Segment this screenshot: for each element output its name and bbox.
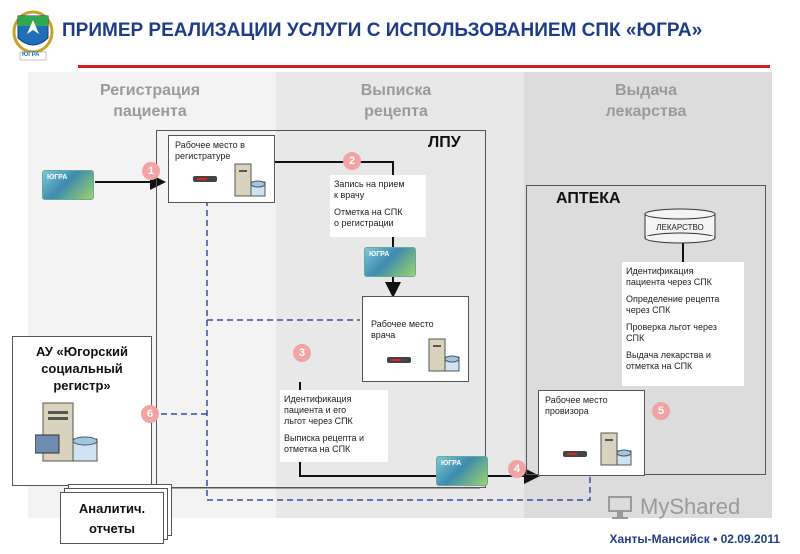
doctor-workstation-box: Рабочее место врача: [362, 296, 469, 382]
card-reader-icon: [563, 447, 587, 459]
doctor-workstation-label: Рабочее место врача: [371, 319, 434, 340]
pharmacist-workstation-box: Рабочее место провизора: [538, 390, 645, 476]
reports-label: Аналитич. отчеты: [78, 501, 146, 536]
column-header-registration: Регистрация пациента: [99, 82, 201, 120]
spk-card-dispensing: ЮГРА: [436, 456, 488, 486]
myshared-icon: [606, 494, 636, 522]
registry-workstation-box: Рабочее место в регистратуре: [168, 135, 275, 203]
column-header-prescription: Выписка рецепта: [360, 82, 432, 120]
card-reader-icon: [387, 353, 411, 365]
step-badge-6: 6: [141, 405, 159, 423]
step-badge-2: 2: [343, 152, 361, 170]
column-header-dispensing: Выдача лекарства: [605, 82, 687, 120]
pharmacist-workstation-label: Рабочее место провизора: [545, 395, 608, 416]
card-logo: ЮГРА: [47, 174, 68, 181]
server-icon: [427, 337, 463, 375]
title-underline: [78, 65, 770, 68]
step-badge-5: 5: [652, 402, 670, 420]
footer-location-date: Ханты-Мансийск • 02.09.2011: [609, 532, 780, 546]
spk-card-registration: ЮГРА: [42, 170, 94, 200]
doctor-note: Идентификация пациента и его льгот через…: [280, 390, 388, 462]
registration-note: Запись на прием к врачу Отметка на СПК о…: [330, 175, 426, 237]
registry-workstation-label: Рабочее место в регистратуре: [175, 140, 245, 161]
page-title: ПРИМЕР РЕАЛИЗАЦИИ УСЛУГИ С ИСПОЛЬЗОВАНИЕ…: [62, 20, 703, 41]
au-social-registry-box: АУ «Югорский социальный регистр»: [12, 336, 152, 486]
lpu-frame: [156, 130, 486, 488]
step-badge-4: 4: [508, 460, 526, 478]
pharmacy-note: Идентификация пациента через СПК Определ…: [622, 262, 744, 386]
database-label: ЛЕКАРСТВО: [656, 223, 704, 232]
coat-of-arms-logo: ЮГРА: [12, 8, 54, 62]
analytic-reports: Аналитич. отчеты: [60, 492, 164, 544]
card-logo: ЮГРА: [441, 460, 462, 467]
spk-card-prescription: ЮГРА: [364, 247, 416, 277]
pharmacy-frame: [526, 185, 766, 475]
logo-text: ЮГРА: [22, 52, 40, 58]
server-icon: [599, 431, 635, 469]
medicine-database: ЛЕКАРСТВО: [644, 208, 716, 244]
au-registry-label: АУ «Югорский социальный регистр»: [35, 344, 129, 393]
card-reader-icon: [193, 172, 217, 184]
card-logo: ЮГРА: [369, 251, 390, 258]
step-badge-1: 1: [142, 162, 160, 180]
myshared-watermark: MyShared: [640, 494, 741, 519]
server-icon: [233, 162, 269, 200]
pharmacy-label: АПТЕКА: [556, 190, 621, 207]
step-badge-3: 3: [293, 344, 311, 362]
registry-server-icon: [34, 399, 105, 469]
lpu-label: ЛПУ: [428, 134, 461, 151]
